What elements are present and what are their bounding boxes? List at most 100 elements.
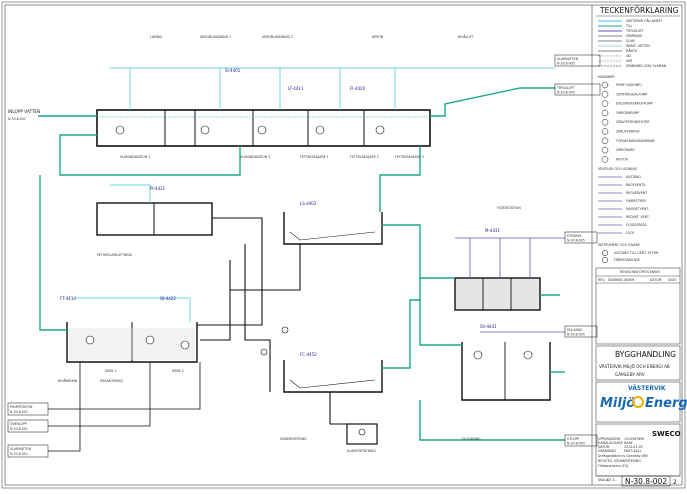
legend-symbol-label: EXCENTERSKRUVPUMP [616,102,653,106]
legend-symbol-label: GRAVITATIONSFILTER [616,120,650,124]
connection-label: SLAMVATTEN [10,447,32,451]
chemical-lines [455,237,565,333]
instrument-tag: LS-4402 [300,201,317,206]
legend-instrument-icon [601,256,609,264]
instrument-tag: FT-4410 [60,296,76,301]
air-petur [110,184,151,203]
sludge-3 [230,244,301,291]
legend-line-label: TRYCKLUFT [625,29,644,33]
legend-symbol-label: CENTRIFUGALPUMP [616,92,647,96]
scale-label: SKALA [598,478,609,482]
connection-label: ÖVERLOPP [10,421,27,426]
legend-line-label: SPÄNNING UTAV SLAMAN. [626,63,667,68]
revision-table [595,267,681,345]
legend-line-list: VÄSTERVIK FÅLLANEFFTILLTRYCKLUFTSPARNING… [598,18,667,68]
section-labels: LAMNIX AEROBLANDNING 1 AEROBLANDNING 2 A… [58,34,521,453]
connection-ref: N-30.8-001 [10,410,28,414]
connection-label: SLAMVATTEN [557,57,579,61]
section-label: FETTAVSKILJARE 3 [395,155,424,159]
pump-icon [281,326,289,334]
main-flow-lines [38,87,565,441]
revision-col: SIGN [668,278,676,282]
section-label: FILTERSTATION [497,206,521,210]
legend-section-title: VENTILER OCH LEDNING [598,167,638,171]
section-label: AEROBLANDNING 2 [262,35,293,39]
drawing-number: N-30.8-002 [625,477,667,486]
section-label: PETURSLAMLUFTNING [97,253,133,257]
legend-title: TECKENFÖRKLARING [599,6,679,15]
section-label: SLAMINDIKATION 1 [120,155,150,159]
legend-symbol-label: PUMP (VAKUMP) [616,83,642,87]
section-label: SEDIMENTERING [280,437,307,441]
sedimentation-tank-1 [283,212,383,245]
subject-line: BIOSTEG, SEDIMENTERING [598,459,641,463]
pump-icon [180,340,190,350]
sed2-feed [382,299,420,369]
subject-line: Flödesschema (F4) [598,464,628,468]
sludge-2 [244,244,271,392]
legend-symbol-icon [601,109,609,117]
legend-symbol-icon [601,91,609,98]
legend-valve-label: LOCK [626,231,635,235]
instrument-tag: PI-4421 [150,186,166,191]
project-label: BYGGHANDLING [615,350,676,359]
section-label: SLAMINDIKATION 2 [240,155,270,159]
connection-label: ETHANOL [567,234,582,238]
drawing-number-box [621,475,671,487]
info-key: HANDLÄGGARE [598,440,623,445]
connection-label: FÄLLNING [567,327,583,332]
motor-icon [115,125,125,135]
consultant-logo: SWECO [652,430,681,438]
section-label: DEKANTERING [100,379,124,383]
sed-overflow [382,224,455,279]
legend-symbol-label: FÖRDELNINGSKAMMARE [616,138,655,143]
sludge-5 [329,392,347,425]
to-sedimentation [379,146,421,212]
legend-symbol-label: MOTOR [616,157,629,161]
motor-icon [315,125,325,135]
logo-top: VÄSTERVIK [628,385,666,392]
section-label: SLAMFÖRTÄTNING [347,448,376,453]
legend-symbol-icon [601,137,609,145]
legend-line-label: TILL [625,24,633,28]
legend-instrument-list: AVSTÄNG TILL GENT. STYRN FRÅNSTÄNGARE [601,249,659,264]
left-down [39,175,67,331]
legend-symbol-icon [601,100,609,107]
connection-ref: N-30.8-001 [10,427,28,431]
legend-valve-label: FLÖDESREGL. [626,222,648,227]
pump-icon [260,348,268,356]
legend-line-label: SKR [626,59,633,63]
legend-valve-label: AVSTÄNG [626,174,641,179]
legend-line-label: RÅKÖV [626,48,638,53]
connection-box [564,434,598,447]
legend-line-label: SKI [626,54,631,58]
revision-col: ÄNDRING AVSER [608,277,635,282]
legend-valve-label: MAGNETVENT. [626,207,649,211]
inlet-ref: N-30.8-001 [8,117,26,121]
flock-tank [461,342,551,401]
section-label: LAMNIX [150,35,163,39]
return-loop [59,134,241,176]
sludge-pump-icon [358,428,366,436]
connection-ref: N-30.8-005 [557,62,575,66]
bio-outlet [430,87,555,117]
legend-instrument-label: AVSTÄNG TILL GENT. STYRN [614,250,659,255]
motor-icon [473,350,483,360]
legend-instrument-label: FRÅNSTÄNGARE [614,257,640,262]
section-label: FLOCKNING [462,437,481,441]
instrument-tag: FC-4452 [300,352,317,357]
info-key: UPPDRAGSNR [598,437,621,441]
section-label: FETTAVSKILJARE 1 [300,155,329,159]
legend-section-title: MASKINER [598,75,615,79]
legend-symbol-label: OMRÖRAPUMP [616,110,639,115]
sludge-pit [346,423,378,445]
client-line-2: GAMLEBY ARV [615,372,645,377]
project-box [595,345,681,381]
instrument-tag: M-4431 [485,228,501,233]
section-label: DEKK 2 [172,369,184,373]
section-label: NIVÅBRUNN [58,378,78,383]
section-label: NIVÅLUFT [458,34,473,39]
